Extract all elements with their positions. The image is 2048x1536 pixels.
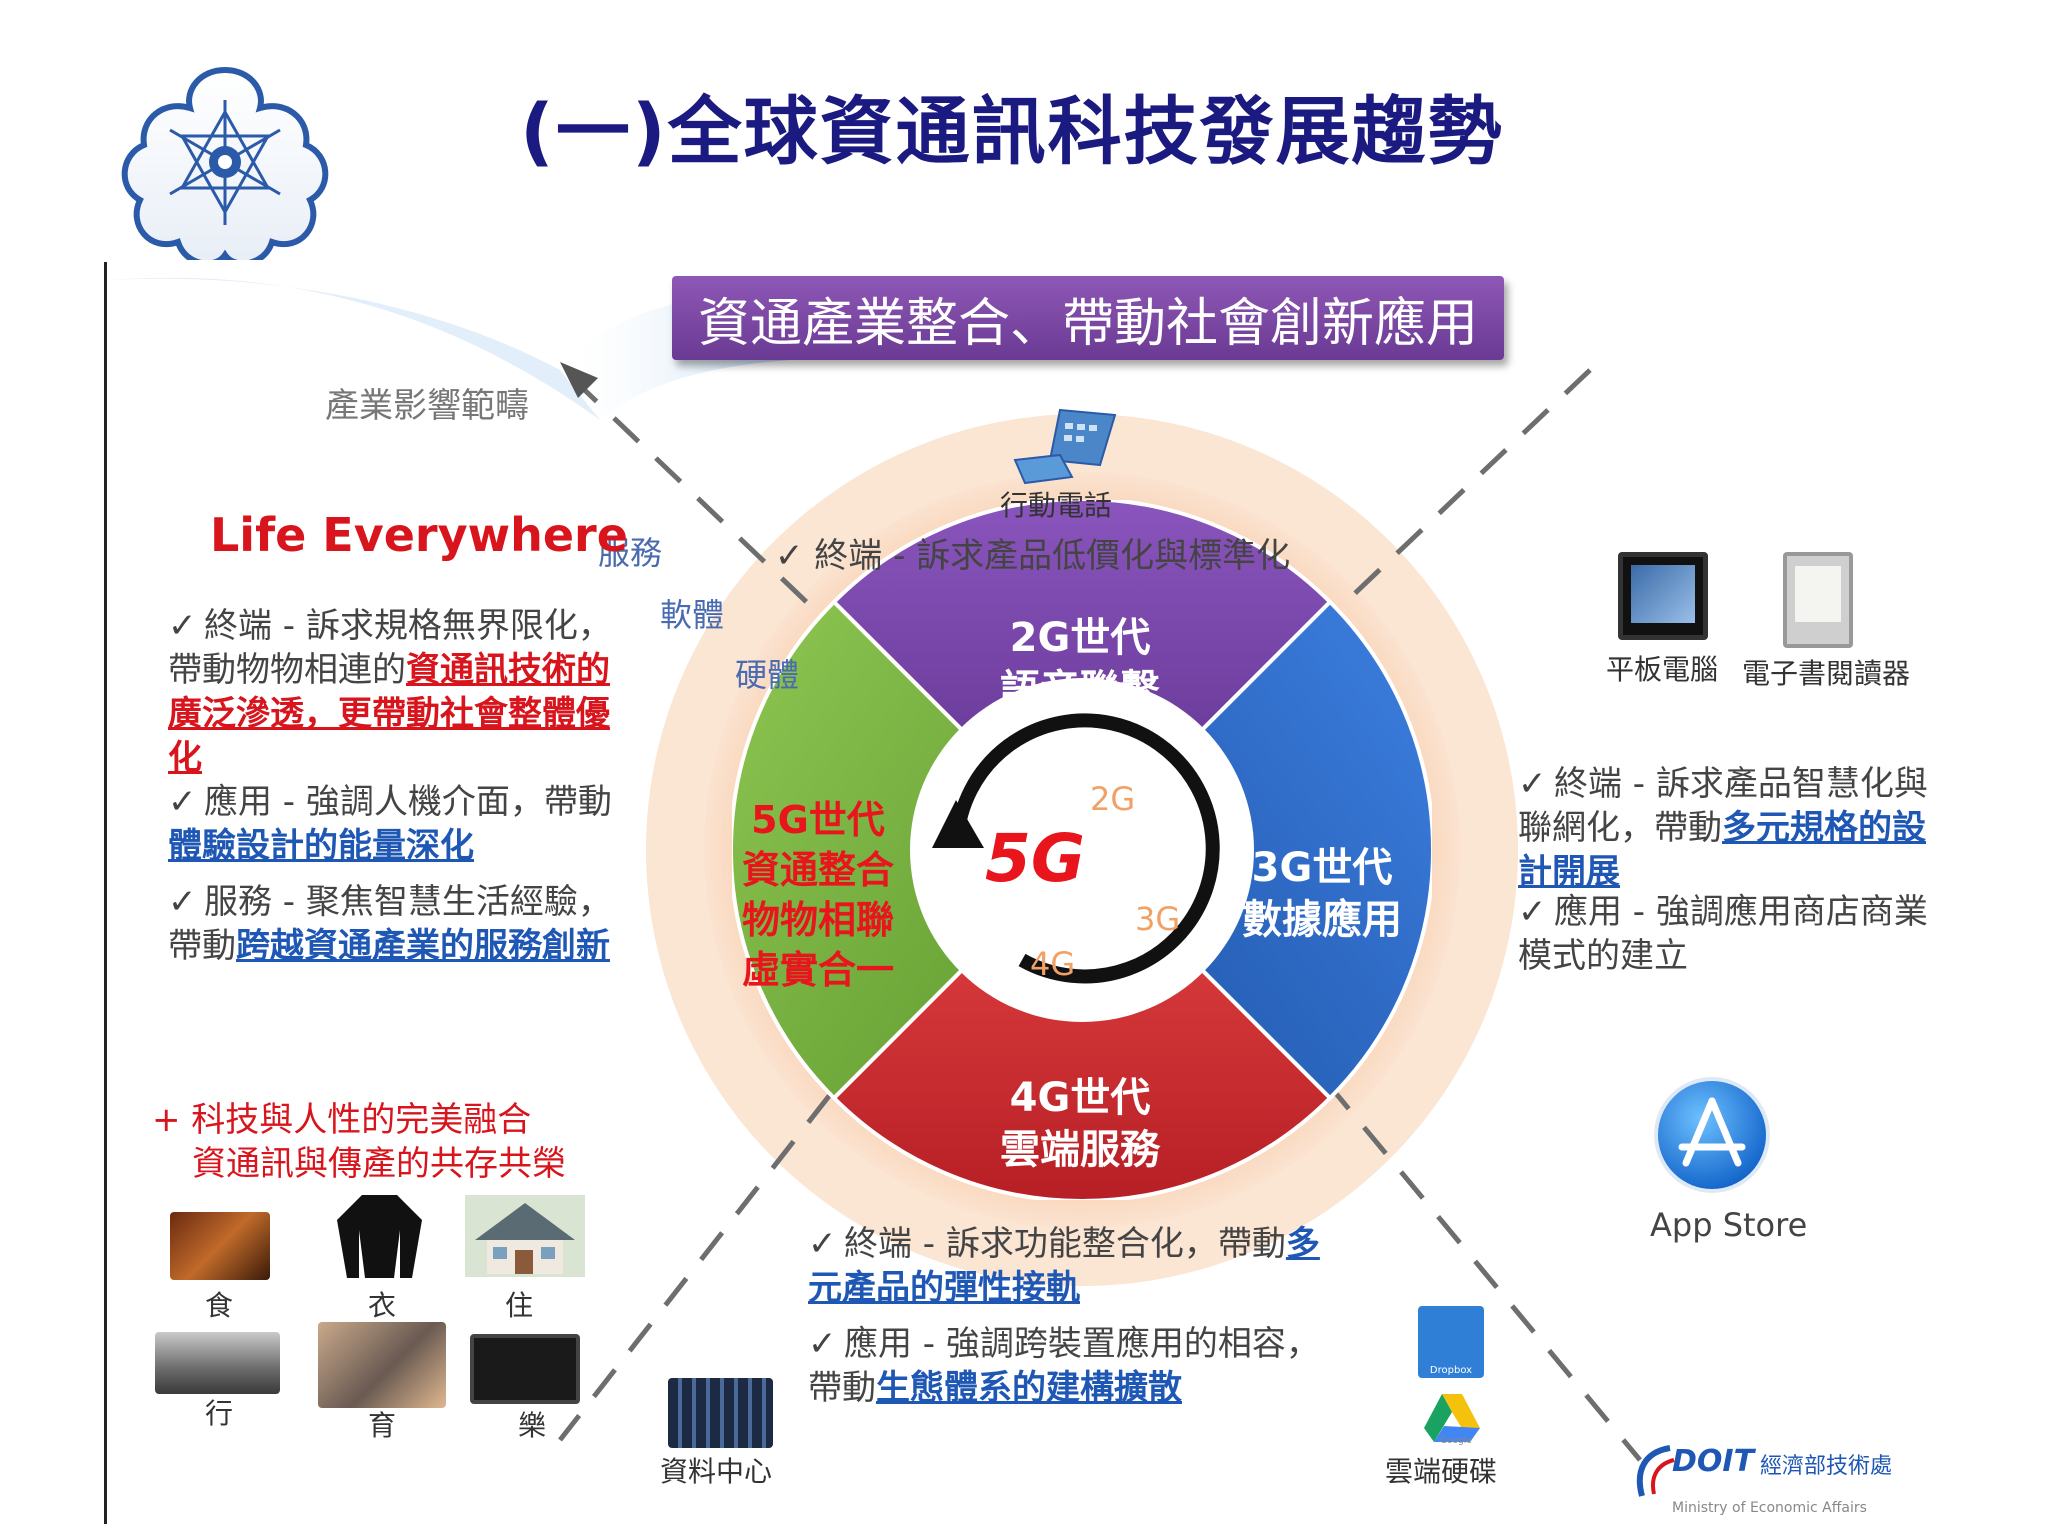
segment-3g-title: 3G世代 xyxy=(1251,845,1393,891)
doit-logo-text: DOIT xyxy=(1672,1444,1755,1479)
right-note-terminal-highlight: 多元規格的設計開展 xyxy=(1518,808,1926,892)
page-title: (一)全球資通訊科技發展趨勢 xyxy=(520,89,1504,175)
education-photo xyxy=(318,1322,446,1408)
center-5g-label: 5G xyxy=(985,820,1086,897)
right-note-terminal: ✓終端 - 訴求產品智慧化與聯網化，帶動多元規格的設計開展 xyxy=(1518,762,1928,894)
clothing-label: 衣 xyxy=(368,1289,397,1322)
right-note-application: ✓應用 - 強調應用商店商業模式的建立 xyxy=(1518,890,1928,978)
google-label: Google xyxy=(1440,1436,1472,1446)
app-store-label: App Store xyxy=(1650,1206,1808,1244)
segment-4g-text: 4G世代 雲端服務 xyxy=(950,1072,1210,1176)
bottom-note-application-text: 應用 - 強調跨裝置應用的相容，帶動 xyxy=(808,1324,1320,1408)
segment-4g xyxy=(831,847,1333,1200)
center-3g-label: 3G xyxy=(1135,900,1181,938)
top-device-label: 行動電話 xyxy=(1000,489,1113,522)
housing-label: 住 xyxy=(505,1289,534,1322)
plus-line-1: + 科技與人性的完美融合 xyxy=(152,1100,532,1140)
center-2g-label: 2G xyxy=(1090,780,1136,818)
emblem-logo xyxy=(121,66,329,260)
tablet-photo xyxy=(1618,552,1708,640)
entertainment-label: 樂 xyxy=(518,1409,547,1442)
segment-2g xyxy=(831,500,1333,853)
segment-5g-line4: 虛實合一 xyxy=(741,948,894,992)
check-icon: ✓ xyxy=(1518,892,1547,932)
left-note-application-highlight: 體驗設計的能量深化 xyxy=(168,826,474,866)
segment-5g-text: 5G世代 資通整合 物物相聯 虛實合一 xyxy=(728,795,908,995)
segment-2g-title: 2G世代 xyxy=(1009,615,1151,661)
tablet-label: 平板電腦 xyxy=(1606,653,1719,686)
bottom-note-application: ✓應用 - 強調跨裝置應用的相容，帶動生態體系的建構擴散 xyxy=(808,1322,1328,1410)
transport-photo xyxy=(155,1332,280,1394)
segment-5g-title: 5G世代 xyxy=(751,798,885,842)
food-photo xyxy=(170,1212,270,1280)
check-icon: ✓ xyxy=(808,1324,837,1364)
segment-5g-line3: 物物相聯 xyxy=(741,898,894,942)
bottom-note-terminal-text: 終端 - 訴求功能整合化，帶動 xyxy=(844,1224,1286,1264)
app-store-icon[interactable] xyxy=(1652,1075,1772,1195)
left-note-service-text: 服務 - 聚焦智慧生活經驗，帶動 xyxy=(168,882,612,966)
education-label: 育 xyxy=(368,1409,397,1442)
ring-label-software: 軟體 xyxy=(660,596,725,634)
life-everywhere-heading: Life Everywhere xyxy=(210,508,628,562)
plus-line-2: 資通訊與傳產的共存共榮 xyxy=(192,1144,566,1184)
left-note-terminal-highlight: 資通訊技術的廣泛滲透，更帶動社會整體優化 xyxy=(168,650,610,778)
segment-2g-subtitle: 語音聯繫 xyxy=(1000,667,1160,713)
check-icon: ✓ xyxy=(168,606,197,646)
left-note-service-highlight: 跨越資通產業的服務創新 xyxy=(236,926,610,966)
doit-chinese-name: 經濟部技術處 xyxy=(1760,1454,1893,1479)
generation-wheel xyxy=(732,500,1432,1200)
check-icon: ✓ xyxy=(1518,764,1547,804)
entertainment-photo xyxy=(470,1334,580,1404)
dropbox-label: Dropbox xyxy=(1429,1365,1473,1376)
ereader-label: 電子書閱讀器 xyxy=(1742,657,1911,690)
arrow-label: 產業影響範疇 xyxy=(325,386,529,426)
segment-4g-title: 4G世代 xyxy=(1009,1075,1151,1121)
dropbox-icon: Dropbox xyxy=(1418,1306,1484,1378)
ring-label-hardware: 硬體 xyxy=(735,656,800,694)
check-icon: ✓ xyxy=(808,1224,837,1264)
segment-5g xyxy=(732,599,1085,1101)
clothing-photo xyxy=(337,1195,422,1278)
segment-3g xyxy=(1079,599,1432,1101)
banner-heading: 資通產業整合、帶動社會創新應用 xyxy=(672,276,1504,360)
bottom-note-application-highlight: 生態體系的建構擴散 xyxy=(876,1368,1182,1408)
housing-photo xyxy=(465,1195,585,1277)
right-note-application-text: 應用 - 強調應用商店商業模式的建立 xyxy=(1518,892,1928,976)
ring-label-service: 服務 xyxy=(598,534,663,572)
left-note-terminal-text: 終端 - 訴求規格無界限化，帶動物物相連的 xyxy=(168,606,612,690)
left-divider xyxy=(104,262,107,1524)
google-drive-icon xyxy=(1424,1394,1480,1442)
food-label: 食 xyxy=(205,1289,234,1322)
left-note-application: ✓應用 - 強調人機介面，帶動體驗設計的能量深化 xyxy=(168,780,618,868)
bottom-note-terminal-highlight: 多元產品的彈性接軌 xyxy=(808,1224,1320,1308)
transport-label: 行 xyxy=(205,1397,234,1430)
segment-5g-line2: 資通整合 xyxy=(741,848,894,892)
cloud-drive-label: 雲端硬碟 xyxy=(1385,1455,1498,1488)
mobile-phone-icon xyxy=(1013,408,1117,485)
doit-english-name: Ministry of Economic Affairs xyxy=(1672,1500,1867,1516)
center-4g-label: 4G xyxy=(1030,945,1076,983)
ereader-photo xyxy=(1783,552,1853,648)
data-center-label: 資料中心 xyxy=(660,1455,773,1488)
check-icon: ✓ xyxy=(168,782,197,822)
bottom-note-terminal: ✓終端 - 訴求功能整合化，帶動多元產品的彈性接軌 xyxy=(808,1222,1328,1310)
data-center-photo xyxy=(668,1378,773,1448)
left-note-service: ✓服務 - 聚焦智慧生活經驗，帶動跨越資通產業的服務創新 xyxy=(168,880,618,968)
segment-3g-subtitle: 數據應用 xyxy=(1242,897,1402,943)
segment-2g-text: 2G世代 語音聯繫 xyxy=(950,612,1210,716)
check-icon: ✓ xyxy=(168,882,197,922)
left-note-terminal: ✓終端 - 訴求規格無界限化，帶動物物相連的資通訊技術的廣泛滲透，更帶動社會整體… xyxy=(168,604,618,780)
cycle-arrow xyxy=(950,713,1220,984)
left-note-application-text: 應用 - 強調人機介面，帶動 xyxy=(204,782,612,822)
top-note: ✓ 終端 - 訴求產品低價化與標準化 xyxy=(775,536,1291,576)
segment-4g-subtitle: 雲端服務 xyxy=(1000,1127,1160,1173)
right-note-terminal-text: 終端 - 訴求產品智慧化與聯網化，帶動 xyxy=(1518,764,1928,848)
doit-swirl-icon xyxy=(1636,1445,1675,1497)
segment-3g-text: 3G世代 數據應用 xyxy=(1222,842,1422,946)
